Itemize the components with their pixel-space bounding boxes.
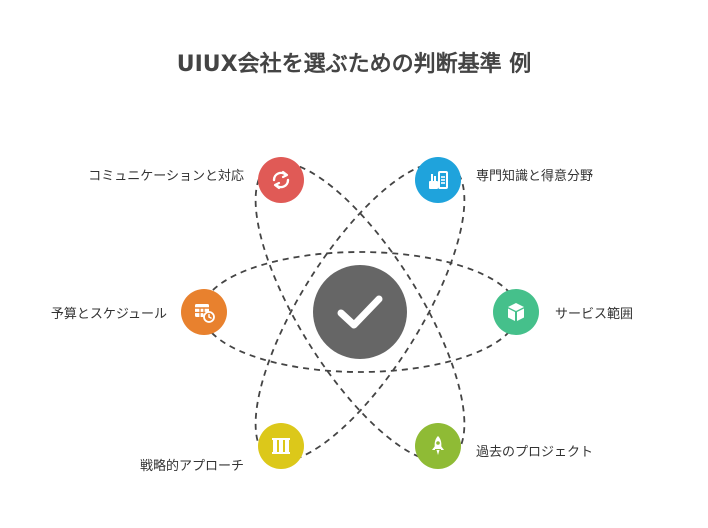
criterion-node-expertise — [415, 157, 461, 203]
diagram-title: UIUX会社を選ぶための判断基準 例 — [176, 52, 532, 77]
criterion-node-budget — [181, 289, 227, 335]
criterion-label-strategy: 戦略的アプローチ — [139, 459, 244, 474]
checkmark-icon — [337, 295, 383, 329]
criterion-node-strategy — [258, 423, 304, 469]
criterion-node-communication — [258, 157, 304, 203]
criterion-label-expertise: 専門知識と得意分野 — [476, 169, 594, 184]
criterion-node-service-scope — [493, 289, 539, 335]
center-check-node — [313, 265, 407, 359]
books-icon — [429, 171, 448, 189]
rocket-icon — [432, 436, 444, 455]
criterion-label-past-projects: 過去のプロジェクト — [476, 445, 594, 460]
criterion-label-communication: コミュニケーションと対応 — [88, 169, 244, 184]
cube-icon — [508, 303, 524, 321]
criterion-label-service-scope: サービス範囲 — [555, 307, 634, 322]
calendar-clock-icon — [195, 304, 215, 323]
sync-arrows-icon — [272, 170, 290, 190]
chess-icon — [272, 438, 290, 454]
criterion-node-past-projects — [415, 423, 461, 469]
criterion-label-budget: 予算とスケジュール — [50, 307, 167, 322]
